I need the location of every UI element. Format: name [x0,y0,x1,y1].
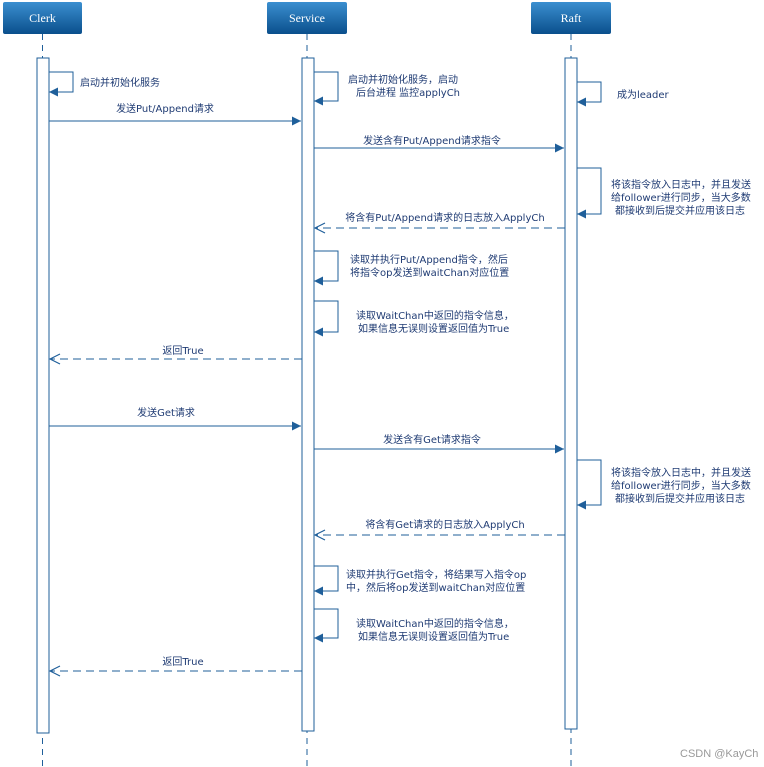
label-return-true-1: 返回True [162,345,203,357]
self-msg-raft-log2 [577,459,602,510]
self-msg-clerk-init [49,71,74,97]
note-read-wait1-line1: 读取WaitChan中返回的指令信息， [356,309,514,322]
note-exec-get-line1: 读取并执行Get指令，将结果写入指令op [346,568,526,581]
note-raft-log1-line1: 将该指令放入日志中，并且发送 [611,178,751,191]
note-read-wait2-line2: 如果信息无误则设置返回值为True [358,630,509,643]
self-msg-raft-leader [577,81,602,107]
label-put-apply: 将含有Put/Append请求的日志放入ApplyCh [345,211,544,224]
note-clerk-init: 启动并初始化服务 [80,76,160,89]
label-send-get: 发送Get请求 [137,406,195,419]
actor-clerk-label: Clerk [29,11,56,25]
watermark: CSDN @KayCh [680,748,758,760]
label-get-apply: 将含有Get请求的日志放入ApplyCh [365,518,524,531]
actor-raft: Raft [531,2,611,34]
note-exec-put-line1: 读取并执行Put/Append指令，然后 [350,253,508,266]
actor-service-label: Service [289,11,325,25]
activation-service [301,57,315,732]
note-service-init-line1: 启动并初始化服务，启动 [348,73,458,86]
self-msg-read-wait2 [314,608,339,643]
label-send-put: 发送Put/Append请求 [116,102,214,115]
note-raft-leader: 成为leader [617,89,670,101]
actor-clerk: Clerk [3,2,82,34]
note-raft-log1-line2: 给follower进行同步，当大多数 [611,191,751,204]
self-msg-exec-get [314,565,339,596]
note-read-wait1-line2: 如果信息无误则设置返回值为True [358,322,509,335]
note-raft-log2-line2: 给follower进行同步，当大多数 [611,479,751,492]
note-read-wait2-line1: 读取WaitChan中返回的指令信息， [356,617,514,630]
note-exec-put-line2: 将指令op发送到waitChan对应位置 [350,266,509,279]
note-raft-log2-line3: 都接收到后提交并应用该日志 [615,492,745,505]
actor-raft-label: Raft [561,11,582,25]
activation-raft [564,57,578,730]
note-raft-log1-line3: 都接收到后提交并应用该日志 [615,204,745,217]
actor-service: Service [267,2,347,34]
self-msg-exec-put [314,250,339,286]
label-return-true-2: 返回True [162,656,203,668]
activation-clerk [36,57,50,734]
self-msg-read-wait1 [314,300,339,337]
note-exec-get-line2: 中，然后将op发送到waitChan对应位置 [346,581,525,594]
self-msg-raft-log1 [577,167,602,219]
self-msg-service-init [314,71,339,106]
label-send-get-cmd: 发送含有Get请求指令 [383,433,481,446]
label-send-put-cmd: 发送含有Put/Append请求指令 [363,134,501,147]
note-service-init-line2: 后台进程 监控applyCh [356,86,460,99]
note-raft-log2-line1: 将该指令放入日志中，并且发送 [611,466,751,479]
